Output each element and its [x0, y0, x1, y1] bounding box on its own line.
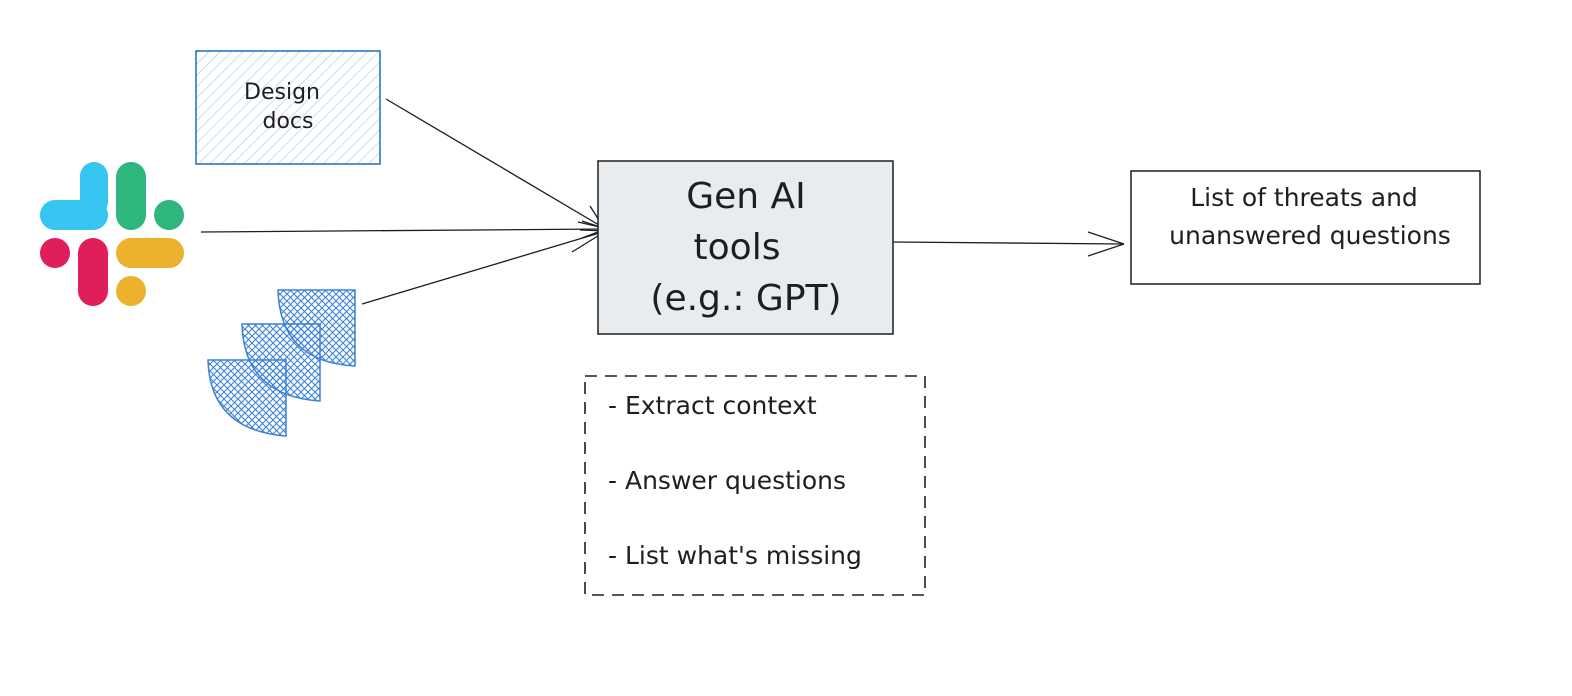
- output-threats-node[interactable]: List of threats and unanswered questions: [1130, 170, 1481, 285]
- gen-ai-label-line3: (e.g.: GPT): [650, 278, 841, 319]
- design-docs-node[interactable]: Design docs: [195, 50, 381, 165]
- task-item-extract-context: - Extract context: [608, 391, 817, 420]
- arrow-design-docs-to-genai: [385, 98, 605, 229]
- design-docs-label-line2: docs: [263, 109, 314, 134]
- jira-logo-icon: [207, 289, 356, 437]
- task-item-list-missing: - List what's missing: [608, 541, 862, 570]
- tasks-list-box[interactable]: - Extract context - Answer questions - L…: [584, 375, 926, 596]
- task-item-answer-questions: - Answer questions: [608, 466, 846, 495]
- gen-ai-tools-node[interactable]: Gen AI tools (e.g.: GPT): [597, 160, 894, 335]
- design-docs-label-line1: Design: [244, 80, 320, 105]
- arrow-slack-to-genai: [200, 220, 607, 239]
- output-label-line1: List of threats and: [1190, 183, 1418, 212]
- gen-ai-label-line1: Gen AI: [686, 176, 806, 217]
- arrow-genai-to-output: [892, 231, 1125, 257]
- arrow-jira-to-genai: [361, 229, 607, 305]
- slack-logo-icon: [40, 162, 184, 306]
- gen-ai-label-line2: tools: [694, 227, 781, 268]
- output-label-line2: unanswered questions: [1169, 221, 1451, 250]
